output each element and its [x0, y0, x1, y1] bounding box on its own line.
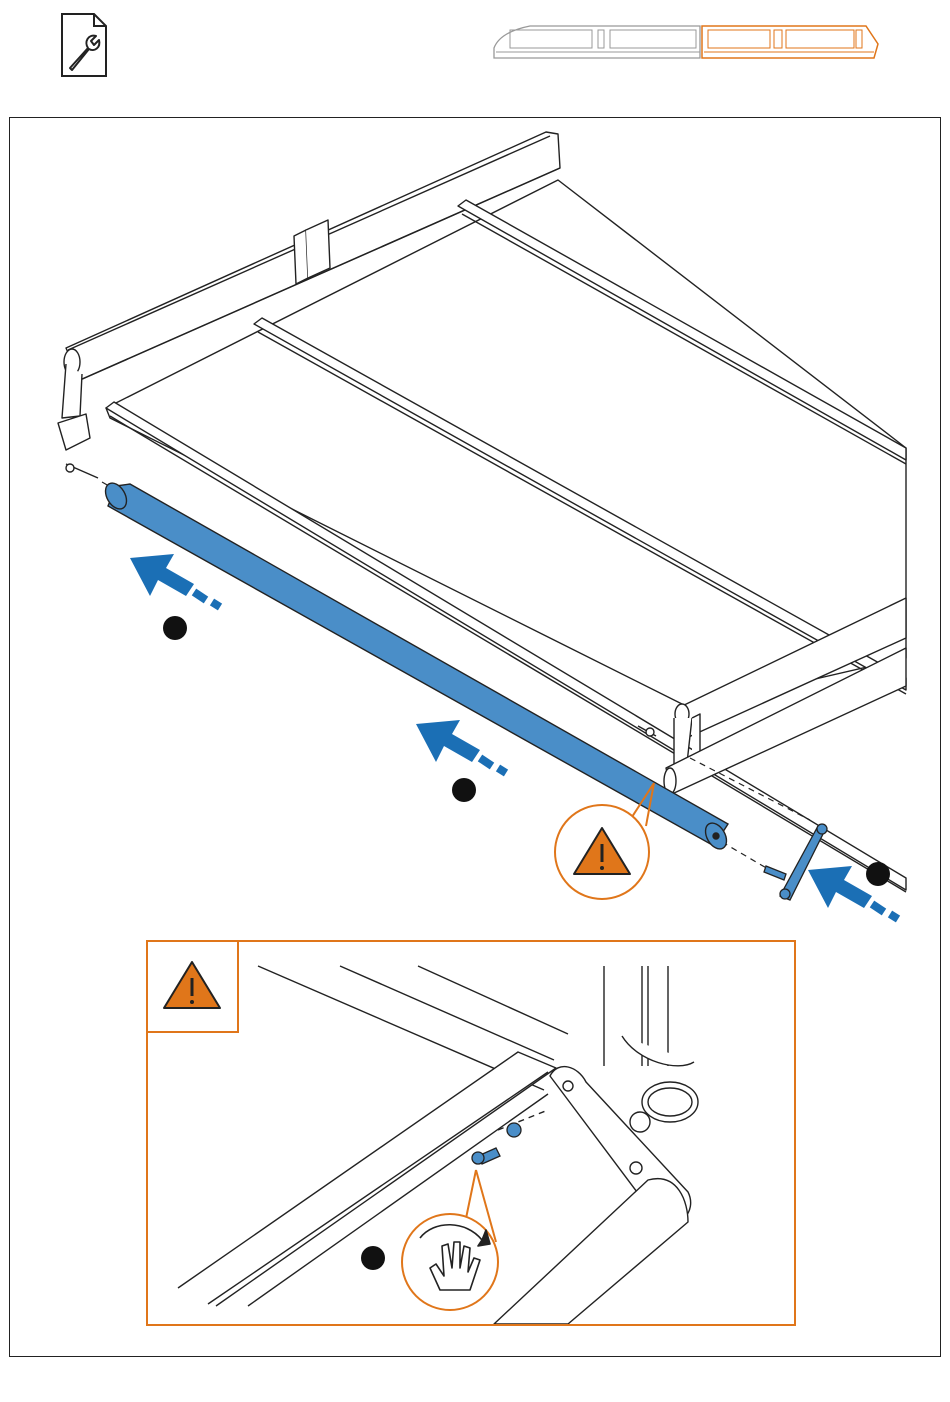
- step-marker-4: [361, 1246, 385, 1270]
- wrench-document-icon: [58, 12, 110, 80]
- detail-view-frame: [146, 940, 796, 1326]
- step-marker-2: [452, 778, 476, 802]
- ladder-progress-icon: [490, 22, 882, 64]
- detail-screw: [472, 1123, 521, 1164]
- step-marker-1: [163, 616, 187, 640]
- warning-triangle-icon: [164, 962, 220, 1008]
- assembly-arrow-icon: [416, 720, 506, 773]
- hand-rotate-callout: [402, 1170, 498, 1310]
- blue-bracket: [764, 824, 827, 900]
- detail-warning-badge: [146, 940, 239, 1033]
- ladder-frame-drawing: [58, 132, 906, 892]
- step-marker-3: [866, 862, 890, 886]
